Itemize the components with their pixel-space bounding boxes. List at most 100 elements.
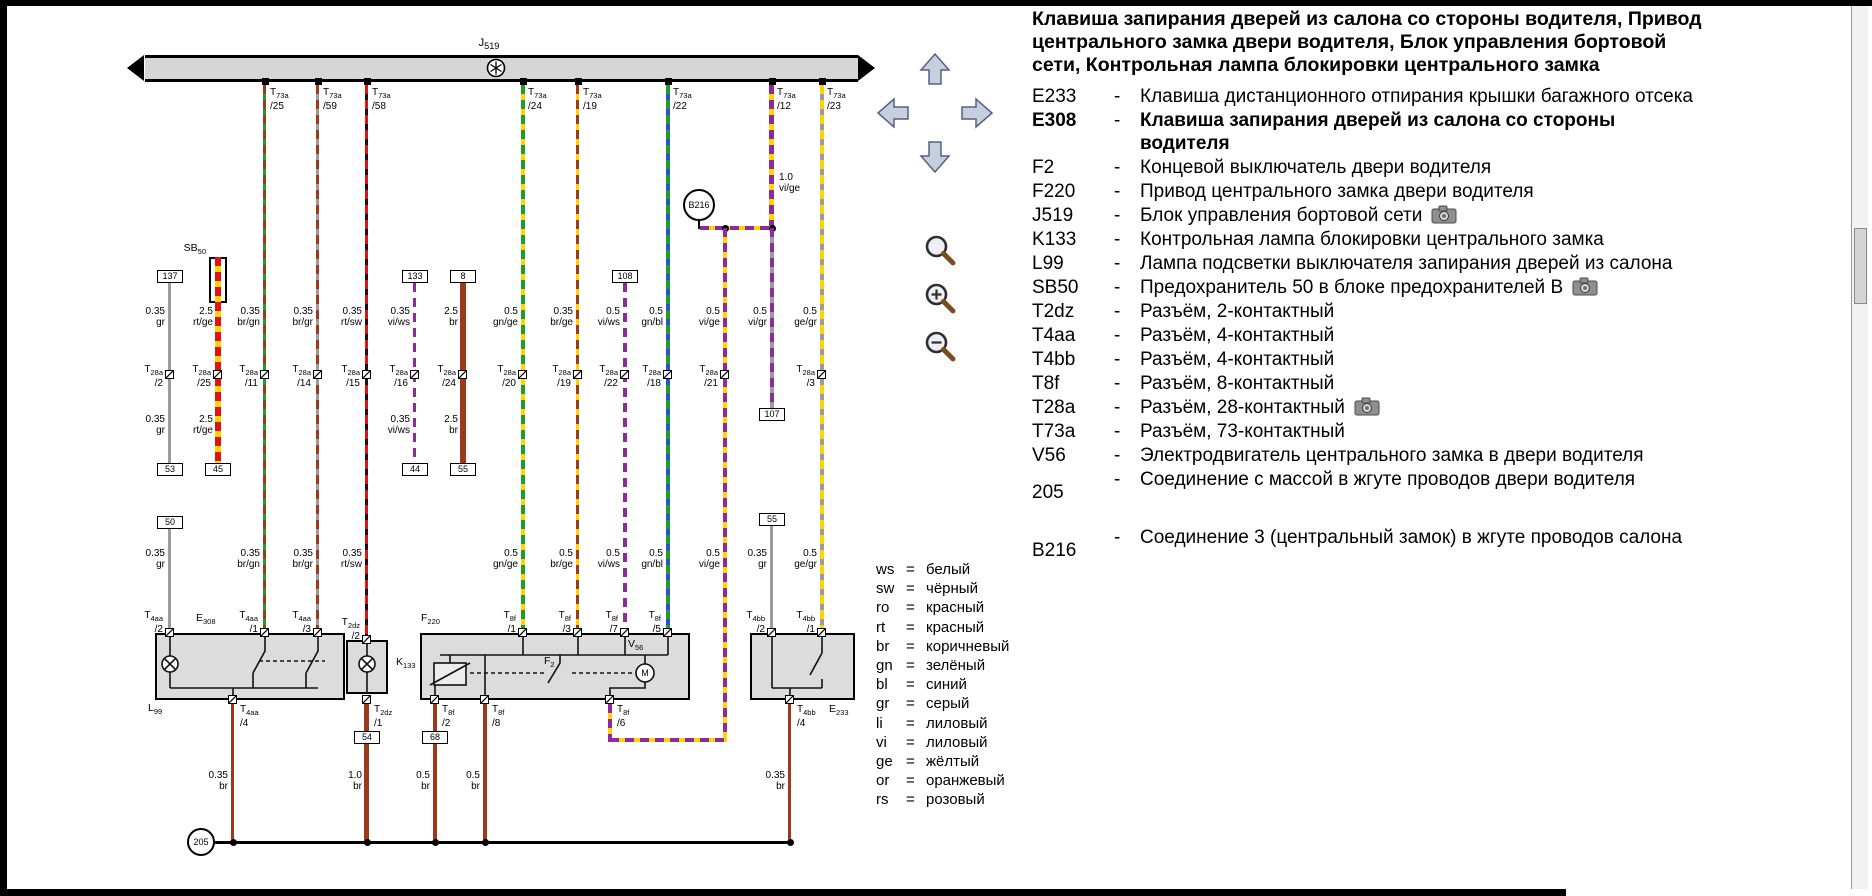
bus-tap (363, 78, 371, 85)
fuse-sb50-label: SB50 (183, 242, 206, 257)
connector-label: T28a/19 (552, 364, 571, 389)
color-code-ws: ws=белый (876, 560, 1009, 579)
bus-tap (314, 78, 322, 85)
legend-entry-F220: F220-Привод центрального замка двери вод… (1032, 180, 1748, 203)
wire-rt-ge (215, 257, 221, 463)
connector-pin (817, 628, 826, 637)
bus-tap-label: T73a/24 (528, 87, 547, 112)
equals-sign: = (906, 618, 915, 636)
wire-br (788, 704, 791, 842)
e308-internal-graphics (161, 637, 325, 700)
pan-left-button[interactable] (874, 94, 912, 132)
wire-ge-gr (820, 85, 824, 637)
connector-label: T28a/21 (699, 364, 718, 389)
window-border-left (0, 0, 7, 896)
k133-internal-graphics (358, 644, 376, 694)
equals-sign: = (906, 599, 915, 617)
label-f220: F220 (421, 612, 440, 627)
connector-pin (313, 370, 322, 379)
camera-icon[interactable] (1354, 397, 1380, 416)
junction-box: 45 (205, 463, 231, 476)
bus-tap (818, 78, 826, 85)
wire-br (433, 704, 437, 731)
connector-label: T8f/6 (617, 704, 630, 729)
legend-dash: - (1114, 301, 1121, 322)
junction-dot (481, 838, 489, 846)
color-name: жёлтый (926, 753, 980, 771)
bus-tap (768, 78, 776, 85)
color-abbr: ws (876, 561, 895, 578)
wire-br (483, 704, 487, 842)
magnifier-icon (925, 235, 956, 266)
legend-entry-V56: V56-Электродвигатель центрального замка … (1032, 444, 1748, 467)
junction-box: 8 (450, 270, 476, 283)
connector-label: T4aa/3 (292, 610, 311, 635)
wire-gn-ge (521, 85, 525, 637)
color-abbr: gn (876, 657, 893, 675)
scrollbar-track[interactable] (1851, 6, 1868, 889)
camera-icon[interactable] (1431, 205, 1457, 224)
legend-code: E308 (1032, 110, 1077, 131)
legend-description: Предохранитель 50 в блоке предохранителе… (1140, 276, 1700, 299)
bus-tap (664, 78, 672, 85)
scrollbar-thumb[interactable] (1854, 228, 1867, 304)
window-border-top (0, 0, 1872, 6)
label-e233: E233 (829, 703, 849, 718)
connector-pin (518, 370, 527, 379)
arrow-right-icon (961, 97, 994, 129)
legend-description: Разъём, 2-контактный (1140, 301, 1335, 322)
pan-down-button[interactable] (916, 138, 954, 176)
legend-description: Контрольная лампа блокировки центральног… (1140, 229, 1604, 250)
legend-entry-J519: J519-Блок управления бортовой сети (1032, 204, 1748, 227)
junction-box: 55 (450, 463, 476, 476)
color-name: синий (926, 676, 967, 694)
pan-right-button[interactable] (958, 94, 996, 132)
pan-up-button[interactable] (916, 50, 954, 88)
legend-dash: - (1114, 110, 1121, 131)
zoom-in-button[interactable] (922, 280, 958, 316)
equals-sign: = (906, 791, 915, 809)
connector-pin (720, 370, 729, 379)
bus-tap-label: T73a/59 (323, 87, 342, 112)
wire-br-gn (263, 85, 266, 637)
legend-entry-E308: E308-Клавиша запирания дверей из салона … (1032, 109, 1748, 155)
equals-sign: = (906, 676, 915, 694)
legend-description: Разъём, 4-контактный (1140, 349, 1335, 370)
junction-box: 44 (402, 463, 428, 476)
bus-tap-label: T73a/22 (673, 87, 692, 112)
legend-entry-205: 205-Соединение с массой в жгуте проводов… (1032, 468, 1748, 504)
color-code-vi: vi=лиловый (876, 733, 1009, 752)
connector-label: T2dz/2 (341, 617, 360, 642)
junction-dot (786, 838, 794, 846)
label-f2: F2 (544, 655, 555, 670)
legend-code: T73a (1032, 421, 1076, 442)
wire-vi-ws (623, 283, 627, 637)
legend-code: E233 (1032, 86, 1077, 107)
legend-entries: E233-Клавиша дистанционного отпирания кр… (1032, 85, 1748, 562)
legend-description: Лампа подсветки выключателя запирания дв… (1140, 253, 1673, 274)
zoom-out-button[interactable] (922, 328, 958, 364)
zoom-select-button[interactable] (922, 232, 958, 268)
legend-dash: - (1114, 527, 1121, 548)
connector-label: T28a/18 (642, 364, 661, 389)
legend-code: V56 (1032, 445, 1066, 466)
color-name: оранжевый (926, 772, 1005, 790)
legend-entry-T4aa: T4aa-Разъём, 4-контактный (1032, 324, 1748, 347)
connector-label: T28a/16 (389, 364, 408, 389)
camera-icon[interactable] (1572, 277, 1598, 296)
